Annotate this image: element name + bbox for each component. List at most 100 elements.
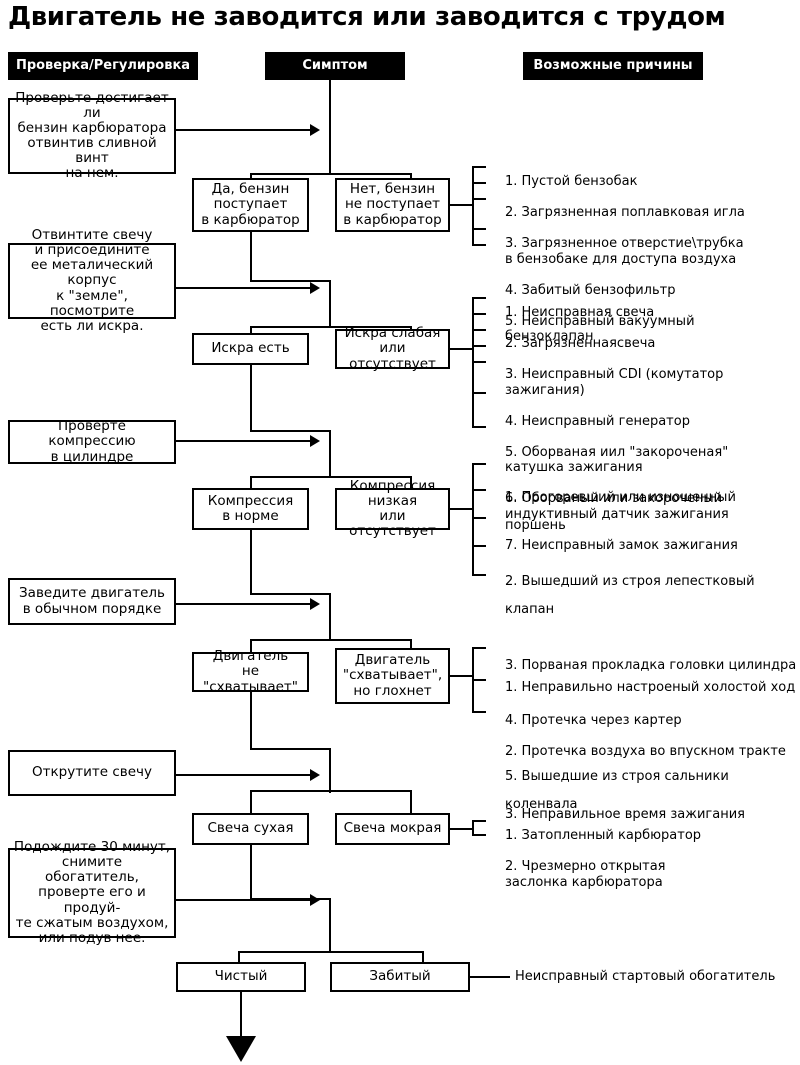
final-arrow-head xyxy=(226,1036,256,1062)
cause-item: 4. Неисправный генератор xyxy=(505,413,690,429)
cause-connector-spark xyxy=(450,348,474,350)
arrow-head-enrichener xyxy=(310,894,320,906)
arrow-line-start xyxy=(176,603,312,605)
final-spine xyxy=(240,992,242,1038)
spine-rise-fuel xyxy=(329,280,331,328)
symptom-box-enrichener-bad-label: Забитый xyxy=(369,968,431,985)
spine-drop-spark xyxy=(250,365,252,432)
symptom-box-start-ok: Двигатель не "схватывает" xyxy=(192,648,309,695)
header-possible-causes-label: Возможные причины xyxy=(533,57,693,73)
symptom-box-plug-bad: Свеча мокрая xyxy=(335,813,450,845)
split-bar-start xyxy=(250,639,412,641)
check-box-enrichener: Подождите 30 минут, снимите обогатитель,… xyxy=(8,840,176,945)
symptom-box-enrichener-ok: Чистый xyxy=(176,962,306,992)
cause-item: 4. Протечка через картер xyxy=(505,713,682,729)
cause-list-plug: 1. Затопленный карбюратор 2. Чрезмерно о… xyxy=(492,813,797,906)
header-symptom-label: Симптом xyxy=(302,57,368,73)
symptom-box-spark-ok: Искра есть xyxy=(192,333,309,365)
header-possible-causes: Возможные причины xyxy=(523,52,703,80)
check-box-plug-label: Открутите свечу xyxy=(32,764,152,781)
spine-drop-start xyxy=(250,692,252,750)
spine-segment-header xyxy=(329,80,331,175)
header-check-adjust-label: Проверка/Регулировка xyxy=(15,57,191,73)
spine-rise-plug xyxy=(329,898,331,953)
cause-connector-start xyxy=(450,675,474,677)
symptom-box-fuel-ok-label: Да, бензин поступает в карбюратор xyxy=(201,181,300,228)
cause-item: 4. Забитый бензофильтр xyxy=(505,282,676,298)
symptom-box-spark-bad: Искра слабая или отсутствует xyxy=(335,326,450,371)
symptom-box-plug-bad-label: Свеча мокрая xyxy=(343,820,442,837)
spine-drop-fuel xyxy=(250,232,252,282)
cause-item: 2. Загрязненная поплавковая игла xyxy=(505,205,745,221)
cause-list-start: 1. Неправильно настроеный холостой ход 2… xyxy=(492,640,797,863)
split-right-start xyxy=(410,639,412,654)
split-right-plug xyxy=(410,790,412,814)
check-box-fuel: Проверьте достигает ли бензин карбюратор… xyxy=(8,90,176,181)
check-box-compression-label: Проверте компрессию в цилиндре xyxy=(48,418,136,465)
check-box-spark: Отвинтите свечу и присоедините ее метали… xyxy=(8,228,176,333)
cause-item: 2. Протечка воздуха во впускном тракте xyxy=(505,743,786,759)
spine-drop-compression xyxy=(250,530,252,595)
cause-item: 2. Загрязненнаясвеча xyxy=(505,336,656,352)
cause-item: 5. Вышедшие из строя сальники коленвала xyxy=(505,769,729,813)
symptom-box-fuel-ok: Да, бензин поступает в карбюратор xyxy=(192,178,309,232)
symptom-box-start-bad-label: Двигатель "схватывает", но глохнет xyxy=(342,652,443,699)
symptom-box-plug-ok-label: Свеча сухая xyxy=(207,820,294,837)
symptom-box-enrichener-bad: Забитый xyxy=(330,962,470,992)
cause-item: 1. Затопленный карбюратор xyxy=(505,828,702,844)
spine-drop-plug xyxy=(250,845,252,900)
cause-item: 3. Неисправный CDI (комутатор зажигания) xyxy=(505,367,724,398)
cause-item: 3. Неправильное время зажигания xyxy=(505,807,745,823)
check-box-fuel-label: Проверьте достигает ли бензин карбюратор… xyxy=(15,89,169,182)
cause-item: 5. Оборваная иил "закороченая" катушка з… xyxy=(505,444,729,476)
cause-item: 2. Вышедший из строя лепестковый клапан xyxy=(505,573,755,617)
cause-item: 3. Порваная прокладка головки цилиндра xyxy=(505,657,797,673)
cause-list-fuel: 1. Пустой бензобак 2. Загрязненная попла… xyxy=(492,159,792,360)
symptom-box-compression-ok-label: Компрессия в норме xyxy=(207,492,294,524)
split-bar-enrichener xyxy=(238,951,424,953)
header-check-adjust: Проверка/Регулировка xyxy=(8,52,198,80)
check-box-compression: Проверте компрессию в цилиндре xyxy=(8,418,176,465)
split-left-enrichener xyxy=(238,951,240,964)
split-left-start xyxy=(250,639,252,654)
split-left-compression xyxy=(250,476,252,490)
cause-connector-enrichener xyxy=(470,976,510,978)
cause-list-compression: 1. Прогоревший или изношенный поршень 2.… xyxy=(492,456,797,847)
symptom-box-start-ok-label: Двигатель не "схватывает" xyxy=(203,648,298,695)
cause-item: 7. Неисправный замок зажигания xyxy=(505,537,738,553)
symptom-box-start-bad: Двигатель "схватывает", но глохнет xyxy=(335,648,450,704)
check-box-spark-label: Отвинтите свечу и присоедините ее метали… xyxy=(30,227,154,334)
cause-item: 1. Прогоревший или изношенный поршень xyxy=(505,489,736,533)
spine-rise-compression xyxy=(329,593,331,641)
arrow-head-plug xyxy=(310,769,320,781)
arrow-head-compression xyxy=(310,435,320,447)
split-bar-plug xyxy=(250,790,412,792)
symptom-box-fuel-bad: Нет, бензин не поступает в карбюратор xyxy=(335,178,450,232)
check-box-plug: Открутите свечу xyxy=(8,750,176,796)
cause-connector-plug xyxy=(450,828,474,830)
cause-item: 5. Неисправный вакуумный бензоклапан xyxy=(505,313,695,345)
page-title: Двигатель не заводится или заводится с т… xyxy=(8,2,726,32)
arrow-line-enrichener xyxy=(176,899,312,901)
symptom-box-compression-bad-label: Компрессия низкая или отсутствует xyxy=(349,477,436,540)
cause-item: 2. Чрезмерно открытая заслонка карбюрато… xyxy=(505,859,666,890)
cause-item: 1. Пустой бензобак xyxy=(505,174,638,190)
spine-rise-start xyxy=(329,748,331,793)
symptom-box-plug-ok: Свеча сухая xyxy=(192,813,309,845)
split-left-plug xyxy=(250,790,252,814)
spine-jog-fuel xyxy=(250,280,331,282)
arrow-line-compression xyxy=(176,440,312,442)
cause-item: 3. Загрязненное отверстие\трубка в бензо… xyxy=(505,236,744,267)
cause-connector-compression xyxy=(450,508,474,510)
check-box-start: Заведите двигатель в обычном порядке xyxy=(8,578,176,625)
spine-rise-spark xyxy=(329,430,331,478)
split-bar-fuel xyxy=(250,173,412,175)
cause-item: 1. Неисправная свеча xyxy=(505,305,655,321)
header-symptom: Симптом xyxy=(265,52,405,80)
cause-connector-fuel xyxy=(450,204,474,206)
cause-item: 6. Оборваный или закороченый индуктивный… xyxy=(505,491,729,522)
split-left-spark xyxy=(250,326,252,334)
split-right-enrichener xyxy=(422,951,424,964)
symptom-box-enrichener-ok-label: Чистый xyxy=(214,968,268,985)
